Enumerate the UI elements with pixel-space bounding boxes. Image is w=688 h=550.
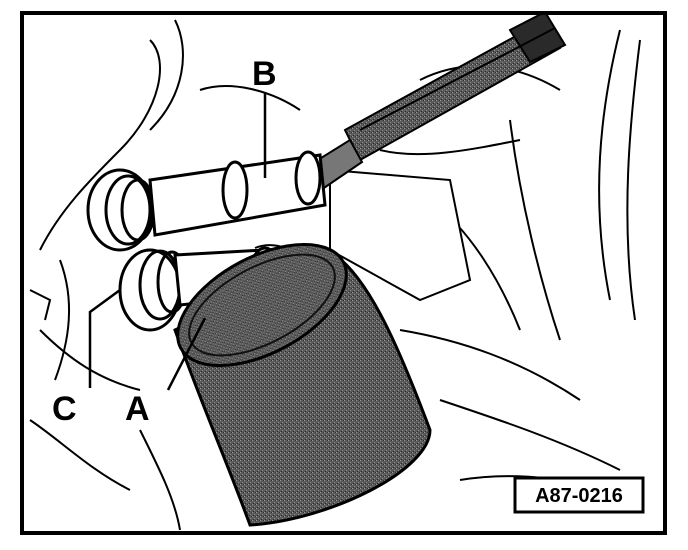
release-tool (303, 13, 567, 194)
housing-panel (329, 168, 472, 302)
engine-bay-drawing (29, 13, 641, 531)
hose-b (148, 150, 327, 237)
callout-a: A (125, 390, 150, 428)
callout-b: B (252, 55, 277, 93)
reference-number-box: A87-0216 (513, 476, 645, 514)
filter-canister (173, 242, 432, 527)
reference-number: A87-0216 (535, 485, 623, 507)
figure-frame (20, 11, 667, 535)
callout-c: C (52, 390, 77, 428)
callout-leaders (88, 92, 267, 391)
